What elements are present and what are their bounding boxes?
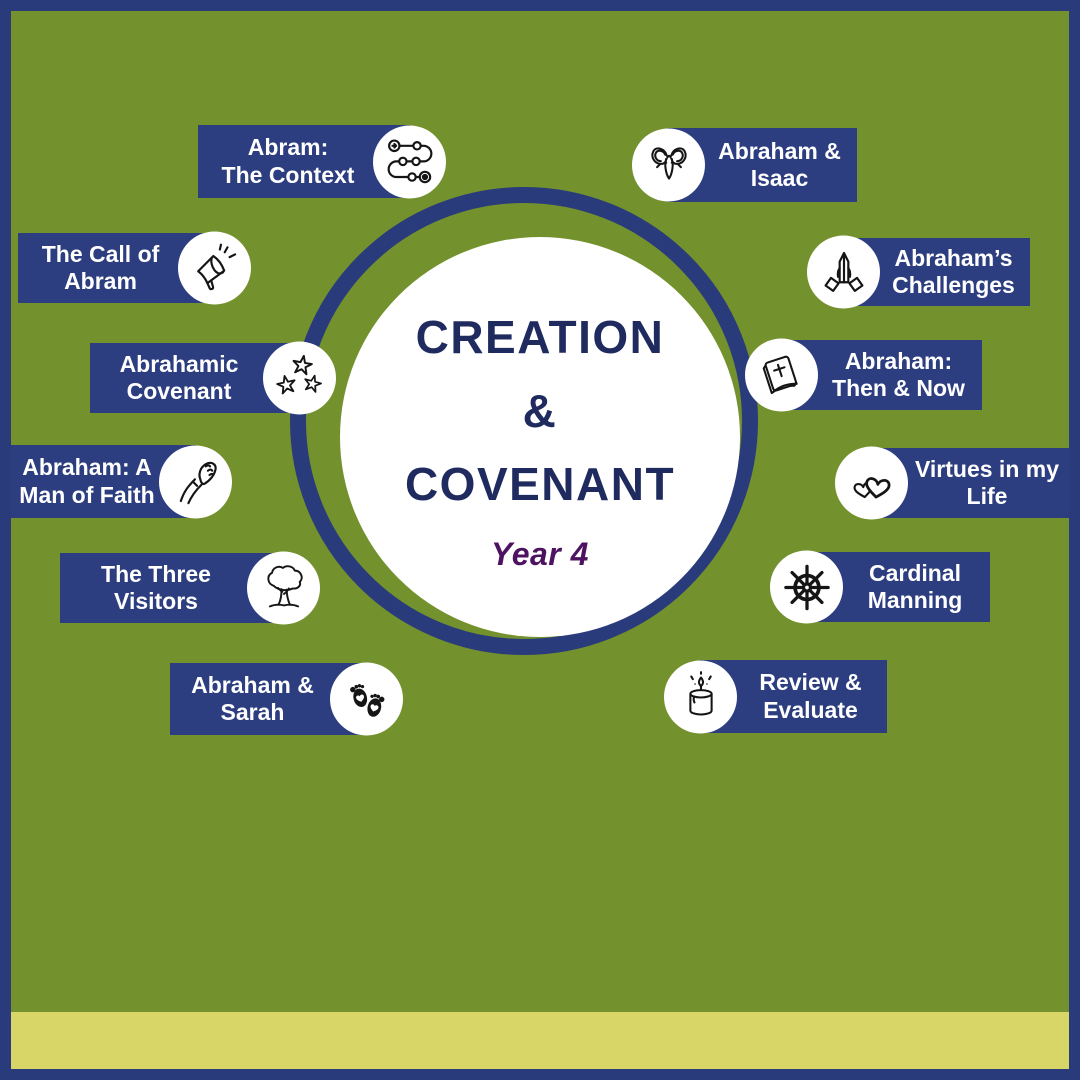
topic-label: Abraham & Isaac bbox=[668, 128, 857, 202]
candle-icon bbox=[664, 660, 737, 733]
topic-call-of-abram: The Call of Abram bbox=[18, 231, 251, 305]
megaphone-icon bbox=[178, 231, 251, 305]
footprints-icon bbox=[330, 662, 403, 736]
topic-review-and-evaluate: Review & Evaluate bbox=[664, 660, 887, 733]
topic-label: Abram: The Context bbox=[198, 125, 410, 198]
journey-path-icon bbox=[373, 125, 446, 198]
topic-abraham-and-isaac: Abraham & Isaac bbox=[632, 128, 857, 202]
topic-abraham-man-of-faith: Abraham: A Man of Faith bbox=[10, 445, 232, 518]
clasped-hands-icon bbox=[159, 445, 232, 518]
year-label: Year 4 bbox=[491, 535, 589, 572]
topic-label: Review & Evaluate bbox=[700, 660, 887, 733]
topic-abrahams-challenges: Abraham’s Challenges bbox=[807, 235, 1030, 309]
praying-hands-icon bbox=[807, 235, 880, 309]
topic-abram-the-context: Abram: The Context bbox=[198, 125, 446, 198]
stars-icon bbox=[263, 341, 336, 415]
center-circle: CREATION & COVENANT Year 4 bbox=[340, 237, 740, 637]
bottom-accent-band bbox=[11, 1012, 1069, 1069]
topic-abraham-and-sarah: Abraham & Sarah bbox=[170, 662, 403, 736]
ship-wheel-icon bbox=[770, 550, 843, 624]
ram-head-icon bbox=[632, 128, 705, 202]
topic-label: The Three Visitors bbox=[60, 553, 284, 623]
topic-abrahamic-covenant: Abrahamic Covenant bbox=[90, 341, 336, 415]
topic-virtues-in-my-life: Virtues in my Life bbox=[835, 446, 1069, 520]
page-title: CREATION & COVENANT bbox=[404, 311, 676, 511]
topic-label: Virtues in my Life bbox=[871, 448, 1069, 518]
topic-three-visitors: The Three Visitors bbox=[60, 551, 320, 625]
topic-cardinal-manning: Cardinal Manning bbox=[770, 550, 990, 624]
tree-icon bbox=[247, 551, 320, 625]
topic-label: Abraham: Then & Now bbox=[781, 340, 982, 410]
topic-label: Abraham’s Challenges bbox=[843, 238, 1030, 306]
topic-abraham-then-and-now: Abraham: Then & Now bbox=[745, 338, 982, 412]
bible-icon bbox=[745, 338, 818, 412]
two-hearts-icon bbox=[835, 446, 908, 520]
